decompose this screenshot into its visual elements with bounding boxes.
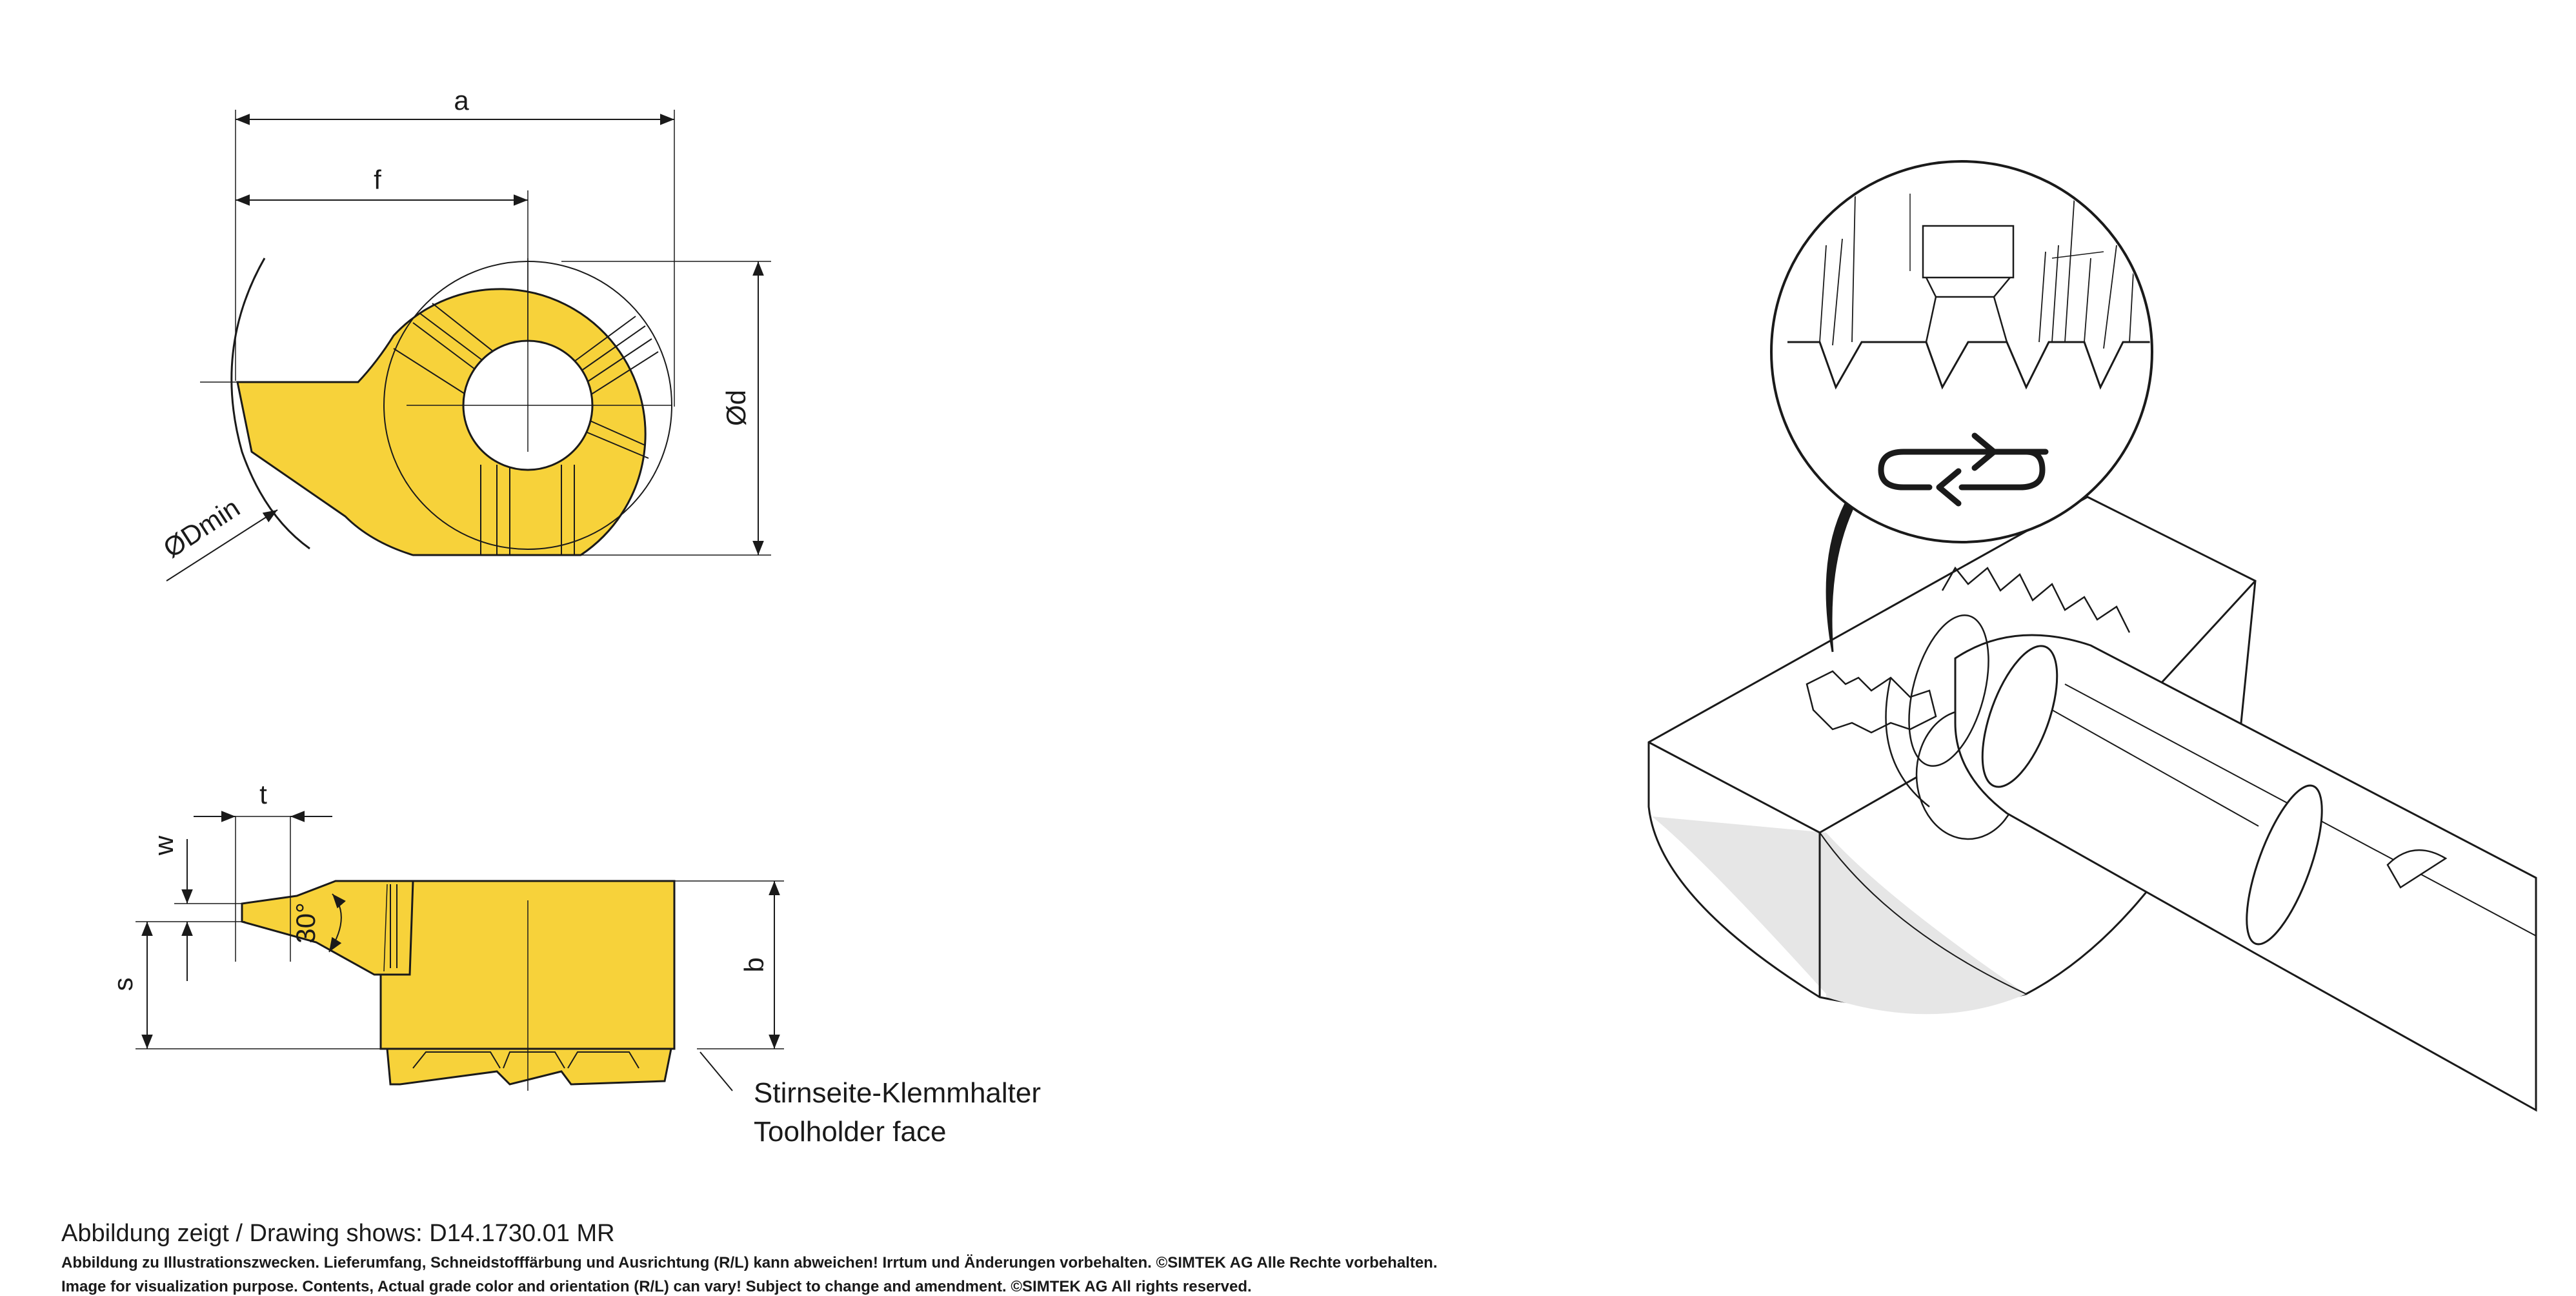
dim-a-label: a bbox=[454, 85, 469, 116]
disclaimer-english: Image for visualization purpose. Content… bbox=[61, 1278, 1252, 1295]
insert-bottom-lobes bbox=[386, 1048, 672, 1086]
drawing-reference: Abbildung zeigt / Drawing shows: D14.173… bbox=[61, 1220, 615, 1247]
dim-s-label: s bbox=[108, 978, 138, 991]
insert-grooves bbox=[393, 303, 659, 555]
tool-shank bbox=[1954, 634, 2537, 1112]
reversible-arrows-icon bbox=[1878, 432, 2049, 507]
dim-d-label: Ød bbox=[721, 390, 751, 426]
toolholder-face-label-en: Toolholder face bbox=[754, 1116, 946, 1148]
toolholder-face-label-de: Stirnseite-Klemmhalter bbox=[754, 1077, 1041, 1109]
application-illustration bbox=[1647, 160, 2537, 1112]
insert-top-view: a f Ød ØDmin bbox=[158, 85, 771, 582]
insert-side-view: 30° t w s b Stirnseite-Klemmhalter Toolh… bbox=[108, 779, 1041, 1148]
dim-dmin-label: ØDmin bbox=[158, 492, 245, 564]
dim-f-label: f bbox=[374, 165, 381, 195]
dim-b-label: b bbox=[739, 957, 769, 972]
angle-label: 30° bbox=[290, 902, 321, 944]
thread-detail bbox=[1787, 193, 2150, 507]
disclaimer-german: Abbildung zu Illustrationszwecken. Liefe… bbox=[61, 1254, 1438, 1271]
dim-t-label: t bbox=[259, 779, 267, 809]
insert-cutting-tip bbox=[241, 880, 414, 976]
dim-w-label: w bbox=[148, 835, 179, 856]
dmin-arc bbox=[230, 258, 310, 550]
